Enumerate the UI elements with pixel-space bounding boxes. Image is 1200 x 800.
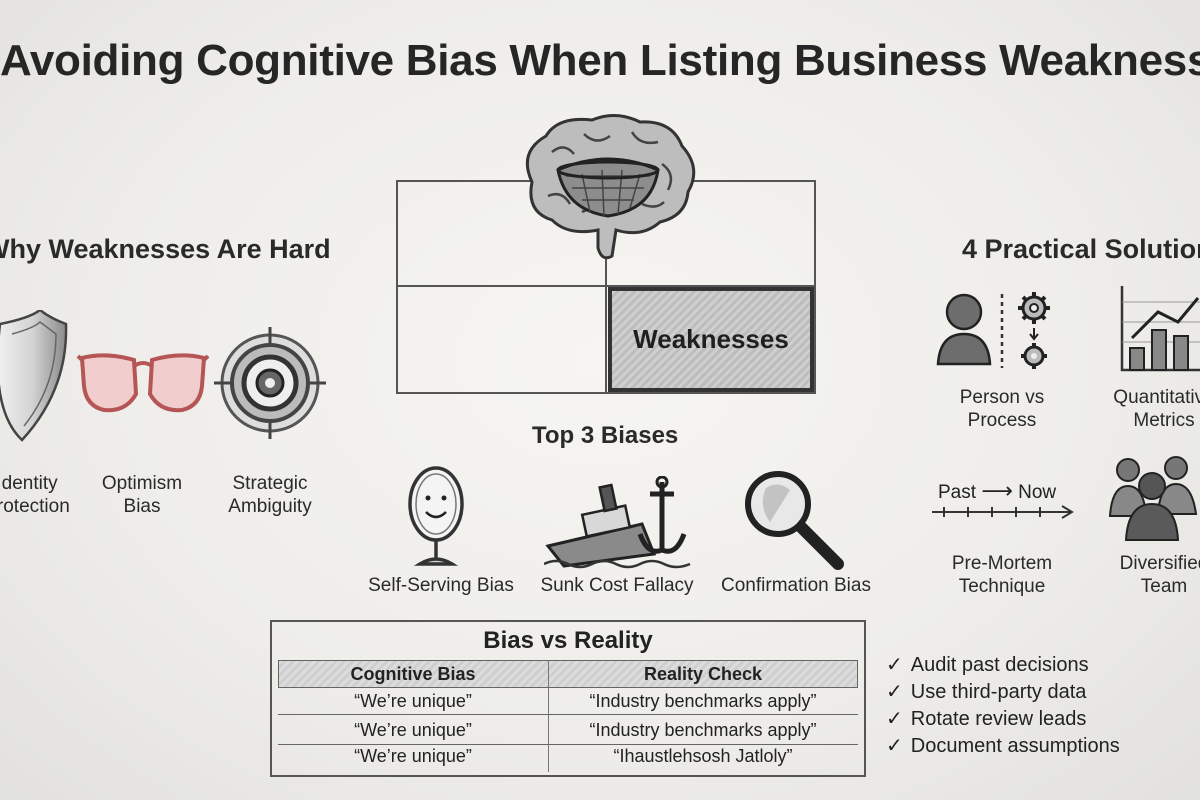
- page-title: Avoiding Cognitive Bias When Listing Bus…: [0, 36, 1200, 85]
- table-header-row: [278, 660, 858, 688]
- weaknesses-cell: Weaknesses: [608, 287, 814, 392]
- table-cell: “We’re unique”: [354, 720, 472, 740]
- timeline-label: Past ⟶ Now: [938, 478, 1057, 503]
- table-row-divider: [278, 714, 858, 715]
- swot-grid-divider-v: [605, 180, 607, 394]
- bias-confirmation: Confirmation Bias: [721, 575, 871, 596]
- table-header-cognitive-bias: Cognitive Bias: [350, 664, 476, 684]
- team-icon: [1108, 456, 1198, 541]
- solution-diversified-team: Diversified Team: [1119, 553, 1200, 597]
- timeline-now: Now: [1018, 482, 1057, 503]
- checklist-item: ✓ Use third-party data: [886, 679, 1086, 704]
- checklist-item-label: Rotate review leads: [910, 708, 1087, 730]
- checkmark-icon: ✓: [886, 708, 903, 730]
- checklist-item-label: Document assumptions: [910, 735, 1120, 757]
- table-cell: “Ihaustlehsosh Jatloly”: [613, 746, 793, 766]
- left-item-identity-protection: Identity Protection: [0, 473, 70, 517]
- table-cell: “We’re unique”: [354, 691, 472, 711]
- table-row-divider: [278, 744, 858, 745]
- checkmark-icon: ✓: [886, 654, 903, 676]
- bar-chart-icon: [1120, 286, 1200, 372]
- solution-quantitative-metrics: Quantitative Metrics: [1113, 387, 1200, 431]
- checklist-item-label: Use third-party data: [910, 681, 1087, 703]
- timeline-icon: [932, 505, 1074, 519]
- checkmark-icon: ✓: [886, 735, 903, 757]
- checklist-item: ✓ Audit past decisions: [886, 652, 1089, 677]
- checklist-item: ✓ Rotate review leads: [886, 706, 1086, 731]
- table-cell: “Industry benchmarks apply”: [589, 720, 817, 740]
- checkmark-icon: ✓: [886, 681, 903, 703]
- table-cell: “We’re unique”: [354, 746, 472, 766]
- timeline-past: Past: [938, 482, 977, 503]
- magnifying-glass-icon: [745, 471, 844, 570]
- bias-sunk-cost: Sunk Cost Fallacy: [540, 575, 694, 596]
- person-gears-icon: [936, 292, 1050, 369]
- table-cell: “Industry benchmarks apply”: [589, 691, 817, 711]
- checklist-item: ✓ Document assumptions: [886, 733, 1120, 758]
- mirror-icon: [408, 466, 464, 566]
- sinking-ship-anchor-icon: [544, 476, 691, 569]
- table-column-divider: [548, 660, 549, 772]
- left-heading: Why Weaknesses Are Hard: [0, 234, 331, 264]
- left-item-optimism-bias: Optimism Bias: [101, 473, 183, 517]
- checklist-item-label: Audit past decisions: [910, 654, 1089, 676]
- bias-self-serving: Self-Serving Bias: [368, 575, 514, 596]
- solution-person-vs-process: Person vs Process: [959, 387, 1045, 431]
- brain-icon: [525, 114, 696, 260]
- bias-reality-table: [270, 620, 866, 777]
- shield-icon: [0, 310, 68, 442]
- right-heading: 4 Practical Solutions: [962, 234, 1200, 264]
- glasses-icon: [76, 353, 210, 413]
- table-title: Bias vs Reality: [483, 627, 653, 654]
- left-item-strategic-ambiguity: Strategic Ambiguity: [228, 473, 312, 517]
- target-icon: [214, 327, 326, 439]
- solution-pre-mortem: Pre-Mortem Technique: [951, 553, 1053, 597]
- table-header-reality-check: Reality Check: [643, 664, 763, 684]
- biases-heading: Top 3 Biases: [532, 422, 679, 449]
